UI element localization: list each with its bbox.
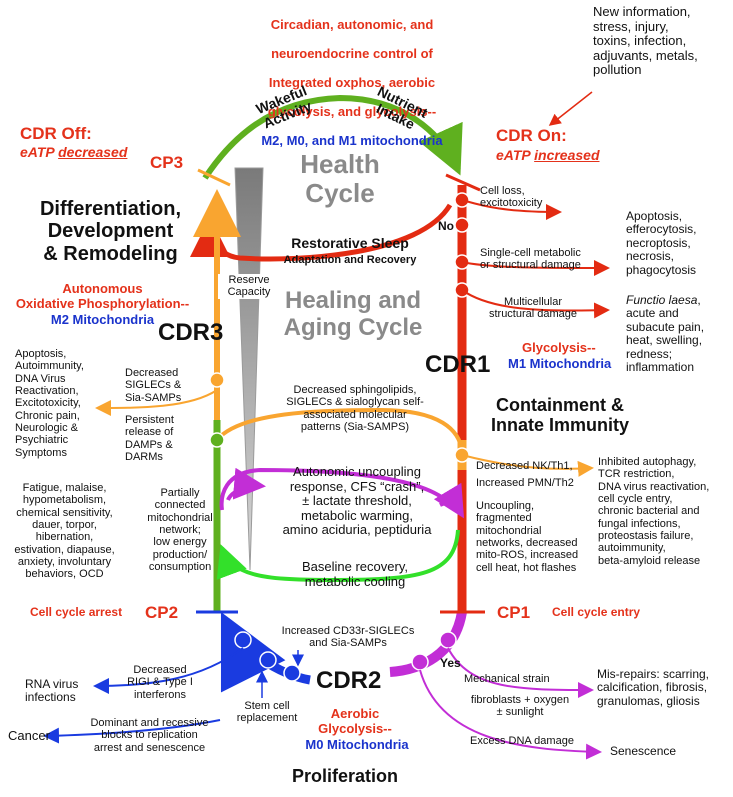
yes-label: Yes	[440, 656, 461, 670]
pmn-text: Increased PMN/Th2	[476, 477, 574, 489]
senescence-text: Senescence	[610, 744, 677, 758]
baseline-recovery-text: Baseline recovery, metabolic cooling	[302, 559, 408, 589]
stem-cell-text: Stem cell replacement	[236, 700, 298, 725]
siglecs-text: Decreased SIGLECs & Sia-SAMPs	[125, 367, 182, 404]
cdr-on-eatp-prefix: eATP	[496, 147, 535, 163]
reserve-capacity-wedge	[234, 167, 264, 571]
misrepairs-text: Mis-repairs: scarring, calcification, fi…	[597, 667, 710, 708]
functio-title: Functio laesa	[626, 293, 698, 307]
apoptosis-right: Apoptosis, efferocytosis, necroptosis, n…	[626, 209, 697, 277]
autonomous-oxphos: Autonomous Oxidative Phosphorylation--	[15, 281, 190, 311]
cdr3-label: CDR3	[158, 319, 224, 346]
triggers-text: New information, stress, injury, toxins,…	[593, 4, 698, 78]
top-line5: M2, M0, and M1 mitochondria	[261, 132, 443, 148]
functio-laesa: Functio laesa, acute and subacute pain, …	[626, 293, 705, 375]
healing-aging-cycle-label: Healing and Aging Cycle	[283, 287, 423, 341]
sphingolipid-bridge	[215, 407, 464, 453]
top-line4: glycolysis, and glycolysis--	[267, 103, 437, 119]
excess-dna-text: Excess DNA damage	[470, 735, 574, 747]
health-arc	[202, 94, 463, 180]
cdr-off-eatp: eATP decreased	[20, 144, 128, 161]
apoptosis-left: Apoptosis, Autoimmunity, DNA Virus React…	[15, 348, 84, 459]
aerobic-glycolysis: Aerobic Glycolysis--	[318, 706, 392, 736]
dominant-recessive-text: Dominant and recessive blocks to replica…	[90, 717, 209, 754]
functio-rest: , acute and subacute pain, heat, swellin…	[626, 293, 705, 375]
no-label: No	[438, 219, 454, 233]
m0-mito: M0 Mitochondria	[305, 737, 409, 752]
mechanical-strain-text: Mechanical strain	[464, 673, 550, 685]
cp1-label: CP1	[497, 603, 531, 622]
fatigue-text: Fatigue, malaise, hypometabolism, chemic…	[14, 482, 115, 581]
cdr-off-title: CDR Off:	[20, 124, 92, 143]
nk-text: Decreased NK/Th1,	[476, 460, 573, 472]
rigi-text: Decreased RIGI & Type I interferons	[127, 664, 193, 701]
rna-virus-text: RNA virus infections	[25, 677, 79, 705]
autonomic-loop	[219, 467, 457, 512]
m2-mito: M2 Mitochondria	[50, 312, 155, 327]
differentiation-heading: Differentiation, Development & Remodelin…	[39, 198, 182, 265]
baseline-loop	[216, 529, 460, 583]
cdr-off-eatp-word: decreased	[58, 144, 128, 160]
multicellular-text: Multicellular structural damage	[488, 296, 578, 321]
single-cell-text: Single-cell metabolic or structural dama…	[480, 247, 581, 272]
partially-connected-text: Partially connected mitochondrial networ…	[147, 487, 213, 573]
cdr2-magenta	[389, 610, 467, 677]
top-line2: neuroendocrine control of	[271, 45, 433, 61]
containment-heading: Containment & Innate Immunity	[490, 395, 629, 436]
cdr-on-title: CDR On:	[496, 126, 567, 145]
cell-cycle-arrest: Cell cycle arrest	[30, 605, 123, 619]
cdr-off-eatp-prefix: eATP	[20, 144, 59, 160]
restorative-sleep-sub: Adaptation and Recovery	[283, 254, 417, 266]
persistent-text: Persistent release of DAMPs & DARMs	[125, 414, 174, 463]
proliferation-label: Proliferation	[291, 766, 398, 786]
cp3-label: CP3	[150, 153, 184, 172]
cd33r-text: Increased CD33r-SIGLECs and Sia-SAMPs	[281, 625, 415, 650]
glycolysis-label: Glycolysis--	[522, 340, 596, 355]
sphingolipids-text: Decreased sphingolipids, SIGLECs & sialo…	[286, 384, 424, 433]
uncoupling-text: Uncoupling, fragmented mitochondrial net…	[476, 500, 579, 574]
m1-mito: M1 Mitochondria	[508, 356, 612, 371]
top-line3: Integrated oxphos, aerobic	[268, 74, 436, 90]
fibroblasts-text: fibroblasts + oxygen ± sunlight	[470, 694, 570, 719]
cp2-label: CP2	[145, 603, 179, 622]
top-line1: Circadian, autonomic, and	[270, 16, 434, 32]
cdr1-label: CDR1	[425, 351, 491, 378]
health-cycle-label: Health Cycle	[300, 149, 380, 209]
cdr2-label: CDR2	[316, 667, 382, 694]
autonomic-uncoupling-text: Autonomic uncoupling response, CFS “cras…	[282, 464, 432, 538]
cell-cycle-entry: Cell cycle entry	[552, 605, 641, 619]
top-control-text: Circadian, autonomic, and neuroendocrine…	[232, 3, 472, 148]
cdr-on-eatp-word: increased	[534, 147, 600, 163]
cell-loss-text: Cell loss, excitotoxicity	[480, 185, 543, 210]
restorative-sleep-title: Restorative Sleep	[291, 235, 409, 251]
cancer-text: Cancer	[8, 728, 50, 743]
reserve-capacity-label: Reserve Capacity	[218, 274, 280, 299]
cdr-on-eatp: eATP increased	[496, 147, 600, 164]
inhibited-text: Inhibited autophagy, TCR restriction, DN…	[598, 456, 710, 567]
